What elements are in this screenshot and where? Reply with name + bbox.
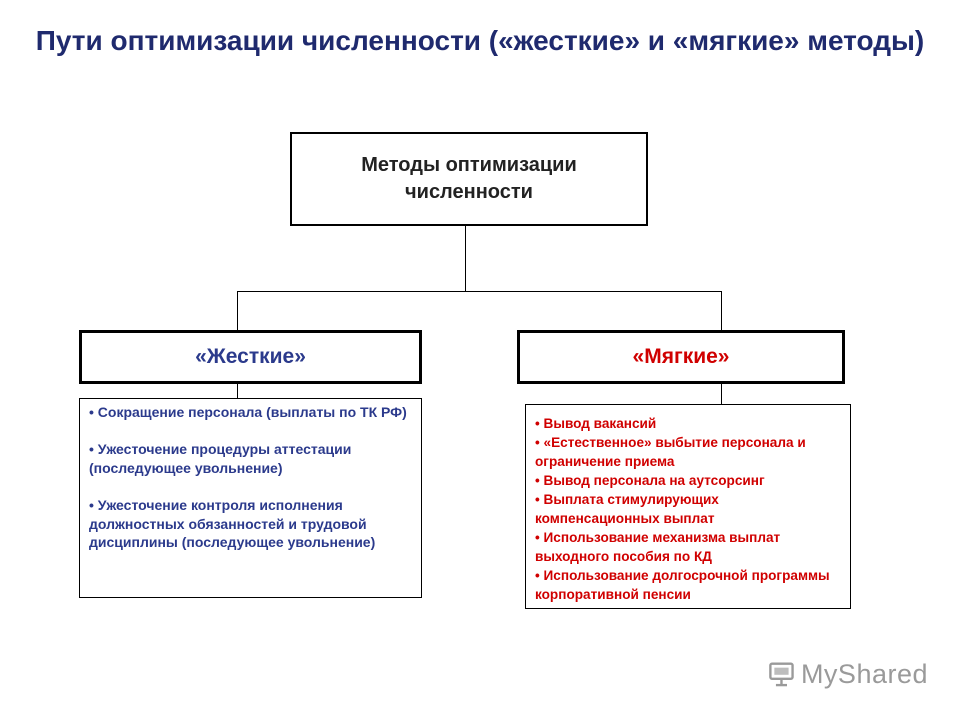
projector-screen-icon (769, 662, 794, 687)
list-item: • Ужесточение процедуры аттестации (посл… (89, 441, 352, 476)
list-item: • Вывод персонала на аутсорсинг (535, 473, 765, 488)
connector-horizontal (237, 291, 722, 292)
root-node-line-2: численности (405, 181, 533, 203)
connector-to-hard (237, 291, 238, 331)
soft-methods-list: • Вывод вакансий • «Естественное» выбыти… (525, 404, 851, 609)
list-item: • «Естественное» выбытие персонала и огр… (535, 435, 806, 469)
list-item: • Использование механизма выплат выходно… (535, 530, 781, 564)
myshared-logo: MyShared (768, 654, 928, 694)
soft-methods-label: «Мягкие» (632, 345, 730, 368)
connector-soft-to-list (721, 384, 722, 404)
slide-title: Пути оптимизации численности («жесткие» … (35, 25, 925, 56)
list-item: • Ужесточение контроля исполнения должно… (89, 496, 376, 551)
list-item: • Выплата стимулирующих компенсационных … (535, 492, 719, 526)
hard-methods-label: «Жесткие» (195, 345, 306, 368)
list-item: • Сокращение персонала (выплаты по ТК РФ… (89, 404, 407, 420)
root-node-line-1: Методы оптимизации (361, 154, 577, 176)
connector-root-down (465, 226, 466, 292)
logo-text: MyShared (800, 658, 928, 689)
connector-to-soft (721, 291, 722, 331)
list-item: • Вывод вакансий (535, 416, 657, 431)
hard-methods-box: «Жесткие» (79, 330, 422, 384)
root-node-box: Методы оптимизации численности (290, 132, 648, 226)
hard-methods-list: • Сокращение персонала (выплаты по ТК РФ… (79, 398, 422, 598)
list-item: • Использование долгосрочной программы к… (535, 568, 830, 602)
soft-methods-box: «Мягкие» (517, 330, 845, 384)
connector-hard-to-list (237, 384, 238, 398)
